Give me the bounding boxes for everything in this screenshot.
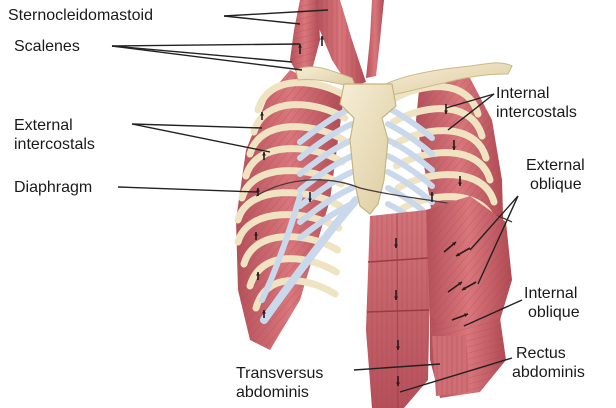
label-transversus-abdominis-line2: abdominis — [236, 383, 323, 402]
label-external-oblique-line2: oblique — [526, 175, 585, 194]
label-scalenes: Scalenes — [14, 37, 80, 56]
label-sternocleidomastoid: Sternocleidomastoid — [8, 6, 153, 25]
label-internal-oblique-line1: Internal — [524, 284, 580, 303]
left-rib-cage — [236, 70, 346, 350]
label-internal-intercostals-line2: intercostals — [496, 103, 577, 122]
diaphragm-leader — [118, 187, 258, 192]
label-diaphragm: Diaphragm — [14, 178, 92, 197]
scalenes-leader-3 — [112, 46, 302, 70]
label-external-oblique-line1: External — [526, 156, 585, 175]
label-transversus-abdominis: Transversus abdominis — [236, 364, 323, 402]
sternum — [340, 84, 396, 214]
label-external-intercostals-line2: intercostals — [14, 135, 95, 154]
label-external-intercostals: External intercostals — [14, 116, 95, 154]
label-rectus-abdominis: Rectus abdominis — [512, 344, 585, 382]
label-internal-oblique: Internal oblique — [524, 284, 580, 322]
label-rectus-abdominis-line1: Rectus — [512, 344, 585, 363]
label-transversus-abdominis-line1: Transversus — [236, 364, 323, 383]
label-internal-intercostals-line1: Internal — [496, 84, 577, 103]
label-internal-oblique-line2: oblique — [524, 303, 580, 322]
label-rectus-abdominis-line2: abdominis — [512, 363, 585, 382]
label-external-oblique: External oblique — [526, 156, 585, 194]
label-external-intercostals-line1: External — [14, 116, 95, 135]
sternocleidomastoid-leader-1 — [224, 16, 300, 24]
scalenes-leader-2 — [112, 46, 292, 62]
scalenes-leader-1 — [112, 44, 300, 46]
label-internal-intercostals: Internal intercostals — [496, 84, 577, 122]
